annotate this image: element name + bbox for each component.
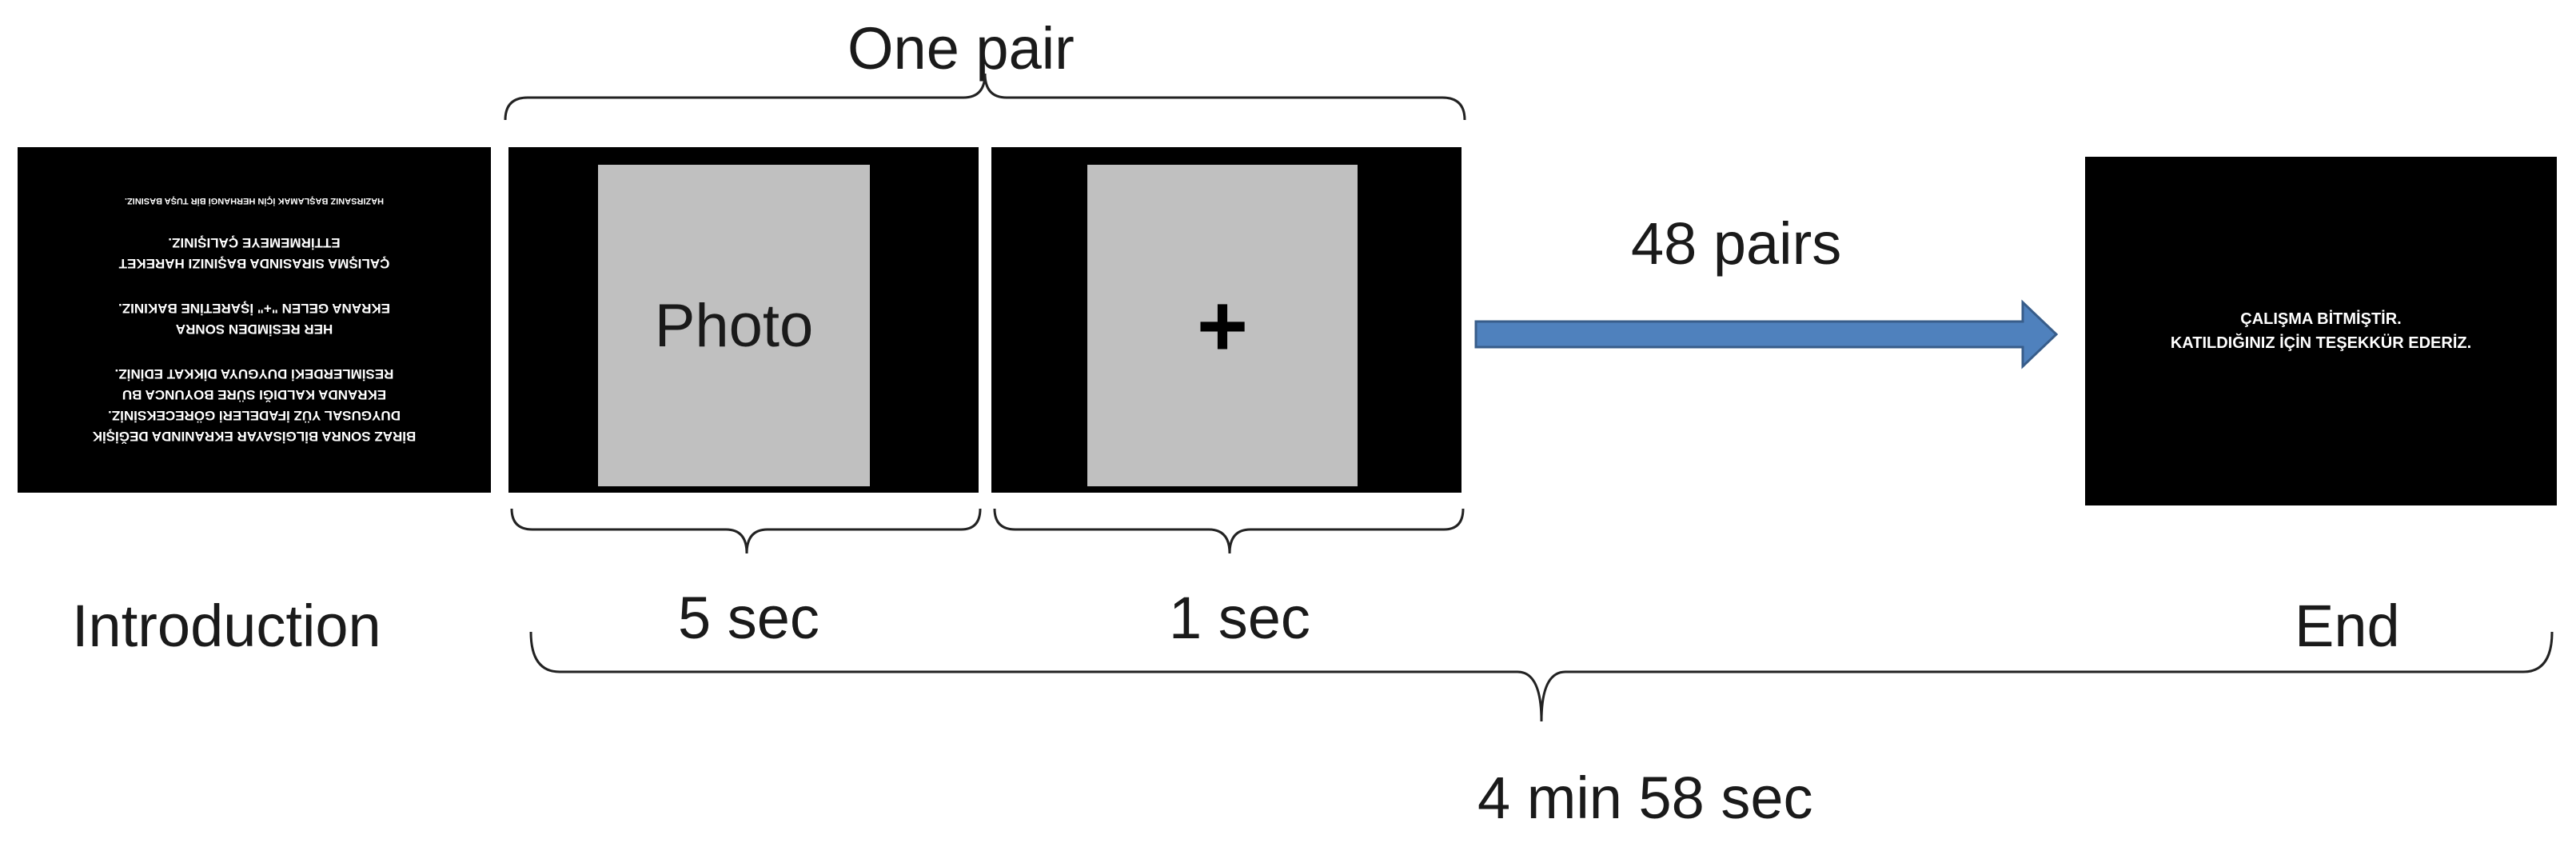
photo-screen: Photo bbox=[508, 147, 979, 493]
intro-line: DUYGUSAL YÜZ İFADELERİ GÖRECEKSİNİZ. bbox=[108, 408, 401, 423]
fixation-screen: + bbox=[991, 147, 1461, 493]
pairs-arrow bbox=[1474, 299, 2059, 370]
five-sec-brace bbox=[510, 508, 982, 554]
intro-line: ÇALIŞMA SIRASINDA BAŞINIZI HAREKET bbox=[118, 256, 390, 271]
intro-line: HER RESİMDEN SONRA bbox=[175, 322, 333, 337]
photo-card: Photo bbox=[598, 165, 870, 486]
introduction-label: Introduction bbox=[72, 593, 381, 659]
intro-line: HAZIRSANIZ BAŞLAMAK İÇİN HERHANGİ BİR TU… bbox=[124, 196, 385, 206]
pairs-count-label: 48 pairs bbox=[1631, 210, 1842, 277]
introduction-instructions: BİRAZ SONRA BİLGİSAYAR EKRANINDA DEĞİŞİK… bbox=[18, 147, 491, 493]
intro-line: EKRANA GELEN "+" İŞARETİNE BAKINIZ. bbox=[118, 301, 390, 316]
intro-line: BİRAZ SONRA BİLGİSAYAR EKRANINDA DEĞİŞİK bbox=[92, 429, 417, 444]
end-screen: ÇALIŞMA BİTMİŞTİR. KATILDIĞINIZ İÇİN TEŞ… bbox=[2085, 157, 2557, 505]
intro-line: ETTİRMEMEYE ÇALIŞINIZ. bbox=[168, 235, 341, 250]
total-duration-label: 4 min 58 sec bbox=[1477, 765, 1813, 831]
one-sec-label: 1 sec bbox=[1169, 585, 1310, 651]
intro-line: RESİMLERDEKİ DUYGUYA DİKKAT EDİNİZ. bbox=[114, 366, 394, 382]
introduction-screen: BİRAZ SONRA BİLGİSAYAR EKRANINDA DEĞİŞİK… bbox=[18, 147, 491, 493]
one-pair-brace bbox=[504, 73, 1466, 121]
total-duration-brace bbox=[529, 631, 2554, 722]
end-message: ÇALIŞMA BİTMİŞTİR. KATILDIĞINIZ İÇİN TEŞ… bbox=[2085, 157, 2557, 505]
photo-label: Photo bbox=[654, 291, 814, 360]
end-label: End bbox=[2295, 593, 2400, 659]
end-line-1: ÇALIŞMA BİTMİŞTİR. bbox=[2240, 310, 2402, 328]
five-sec-label: 5 sec bbox=[678, 585, 819, 651]
fixation-card: + bbox=[1087, 165, 1358, 486]
fixation-cross: + bbox=[1196, 276, 1249, 375]
intro-line: EKRANDA KALDIĞI SÜRE BOYUNCA BU bbox=[122, 387, 387, 402]
end-line-2: KATILDIĞINIZ İÇİN TEŞEKKÜR EDERİZ. bbox=[2170, 334, 2472, 352]
one-sec-brace bbox=[993, 508, 1465, 554]
one-pair-label: One pair bbox=[847, 15, 1075, 82]
